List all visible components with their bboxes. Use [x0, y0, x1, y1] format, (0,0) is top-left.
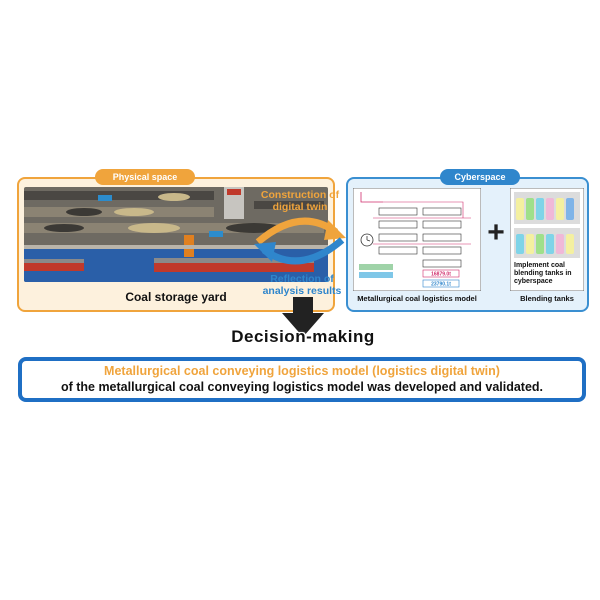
plus-icon: + [487, 216, 505, 249]
blending-tanks-caption: Blending tanks [520, 294, 574, 303]
construction-label: Construction of digital twin [260, 189, 340, 213]
result-title: Metallurgical coal conveying logistics m… [104, 364, 500, 378]
tanks-description: Implement coal blending tanks in cybersp… [514, 262, 572, 285]
cycle-arrows-icon [254, 217, 346, 265]
result-box [18, 357, 586, 402]
coal-storage-yard-illustration [24, 187, 328, 282]
coal-storage-yard-caption: Coal storage yard [125, 290, 227, 304]
decision-making-label: Decision-making [231, 327, 375, 346]
logistics-model-diagram: 16879.0t 23790.1t [353, 188, 481, 291]
logistics-model-caption: Metallurgical coal logistics model [357, 294, 477, 303]
model-value-2: 23790.1t [431, 282, 451, 288]
arrow-down-icon [282, 297, 324, 337]
model-value-1: 16879.0t [431, 272, 451, 278]
blending-tanks-illustration [510, 188, 584, 291]
reflection-label: Reflection of analysis results [262, 273, 342, 297]
clock-icon [360, 233, 374, 247]
cyberspace-tag: Cyberspace [440, 169, 520, 185]
physical-space-tag: Physical space [95, 169, 195, 185]
result-description: of the metallurgical coal conveying logi… [60, 380, 544, 394]
